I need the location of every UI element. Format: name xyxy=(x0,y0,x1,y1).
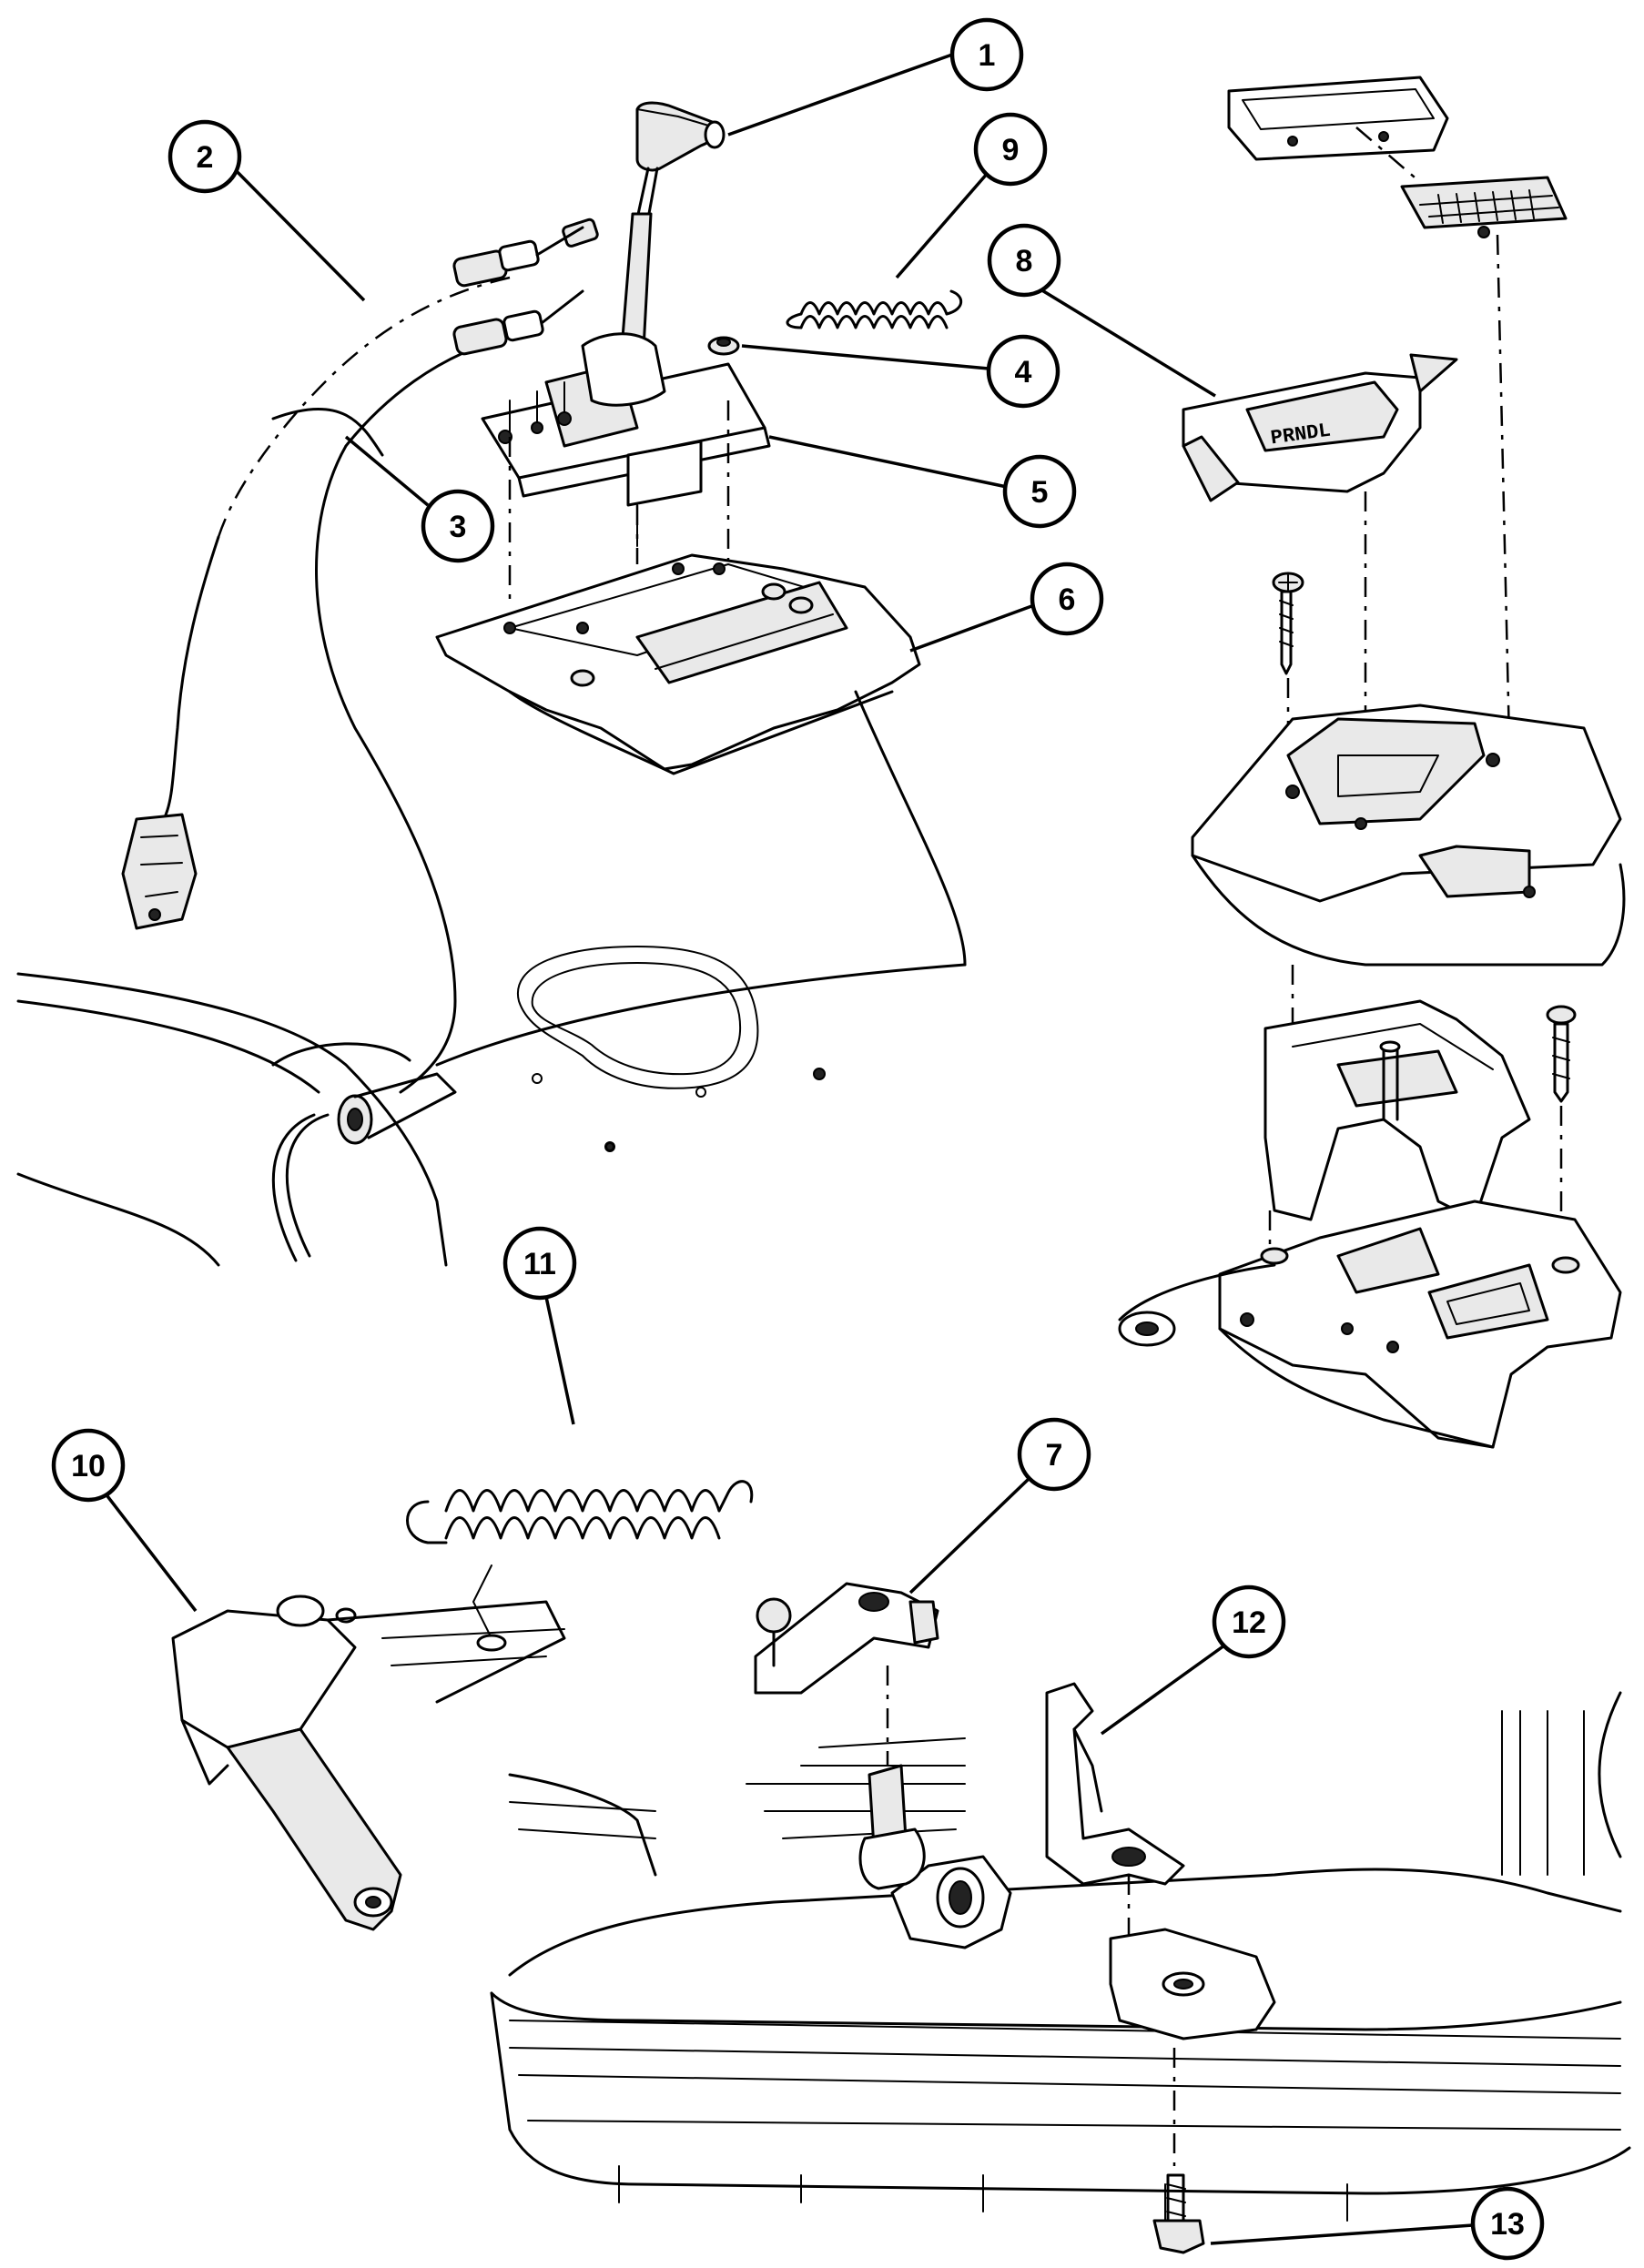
callout-7: 7 xyxy=(908,1417,1091,1595)
bracket-bolt xyxy=(1152,2048,1205,2254)
shift-lever-handle xyxy=(635,101,726,220)
callout-5: 5 xyxy=(768,435,1077,529)
callout-11: 11 xyxy=(502,1226,577,1425)
callout-label: 12 xyxy=(1232,1605,1266,1640)
shifter-base xyxy=(1118,1200,1622,1449)
callout-label: 11 xyxy=(523,1247,556,1281)
callout-label: 8 xyxy=(1016,244,1033,278)
console-bezel-upper xyxy=(1227,76,1449,183)
callout-label: 9 xyxy=(1002,133,1020,167)
callout-4: 4 xyxy=(741,334,1060,409)
nut xyxy=(707,336,740,356)
shift-lever-mechanism xyxy=(481,212,771,601)
callout-label: 1 xyxy=(979,38,996,73)
callout-label: 4 xyxy=(1015,355,1032,390)
floor-pan-tunnel xyxy=(16,946,967,1267)
manual-shift-lever xyxy=(754,1582,939,1890)
callout-1: 1 xyxy=(727,17,1024,137)
callout-13: 13 xyxy=(1210,2186,1545,2261)
callout-label: 10 xyxy=(71,1449,106,1483)
shifter-mounting-plate xyxy=(435,553,967,967)
transmission-case xyxy=(490,1691,1631,2222)
console-cover xyxy=(1191,704,1626,1056)
return-spring-small xyxy=(786,289,963,329)
callout-10: 10 xyxy=(51,1428,198,1613)
shift-cable-assembly xyxy=(121,218,599,1094)
callout-3: 3 xyxy=(344,435,495,563)
callout-6: 6 xyxy=(909,562,1104,653)
shift-indicator-bezel: PRNDL xyxy=(1182,353,1458,801)
callout-label: 3 xyxy=(450,510,467,544)
return-spring-large xyxy=(406,1480,754,1544)
callout-label: 6 xyxy=(1059,582,1076,617)
park-lock-bracket xyxy=(1045,1682,1276,2040)
callout-2: 2 xyxy=(167,119,366,302)
callout-8: 8 xyxy=(987,223,1216,398)
shifter-bracket xyxy=(1263,999,1577,1256)
callout-label: 5 xyxy=(1031,475,1049,510)
callout-label: 13 xyxy=(1490,2207,1525,2242)
cable-support-bracket xyxy=(171,1564,566,1931)
callout-12: 12 xyxy=(1100,1585,1286,1736)
callout-label: 2 xyxy=(197,140,214,175)
callout-9: 9 xyxy=(895,112,1048,279)
callout-label: 7 xyxy=(1046,1438,1063,1473)
